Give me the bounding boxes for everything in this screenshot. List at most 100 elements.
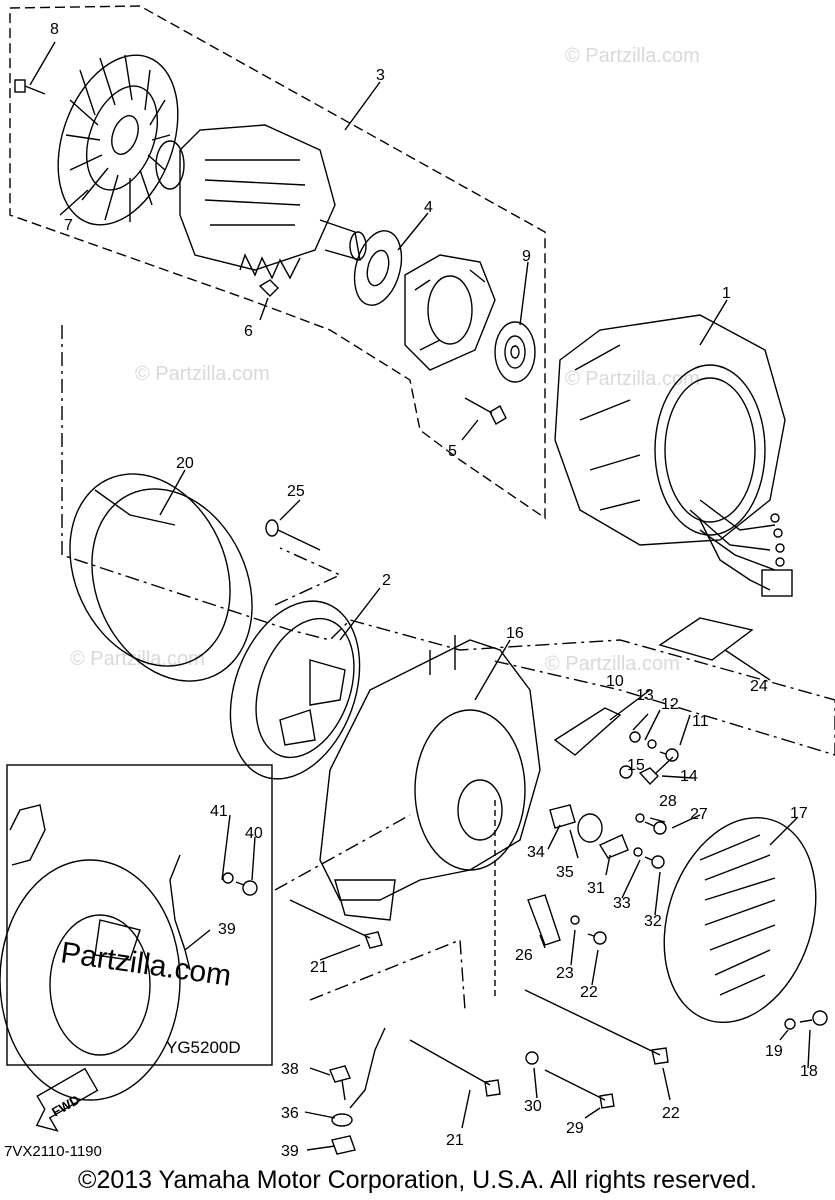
nut [258, 279, 279, 297]
fuse-holder [527, 894, 561, 946]
callout-number: 30 [524, 1098, 542, 1115]
washer [633, 847, 643, 857]
brush-holder [553, 707, 622, 756]
callout-number: 40 [245, 825, 263, 842]
bracket [598, 834, 629, 859]
callout-number: 39 [281, 1143, 299, 1160]
callout-number: 7 [64, 217, 73, 234]
callout-number: 21 [310, 959, 328, 976]
inset-lead-wire [169, 854, 191, 971]
diagram-code: 7VX2110-1190 [4, 1143, 102, 1160]
screw [799, 1010, 828, 1026]
callout-number: 3 [376, 67, 385, 84]
through-bolt [289, 899, 383, 949]
through-bolt [524, 989, 669, 1065]
washer [647, 739, 657, 749]
callout-number: 12 [661, 696, 679, 713]
screw [659, 748, 679, 762]
callout-number: 24 [750, 678, 768, 695]
through-bolt [544, 1069, 615, 1109]
callout-number: 14 [680, 768, 698, 785]
washer [222, 872, 234, 884]
inset-box [6, 764, 273, 1066]
callout-number: 19 [765, 1043, 783, 1060]
callout-number: 20 [176, 455, 194, 472]
screw [235, 880, 258, 896]
bearing-plate [353, 230, 403, 306]
rear-housing [229, 600, 361, 780]
generator-group-outline [61, 325, 835, 756]
fwd-label: FWD [49, 1092, 82, 1120]
callout-number: 6 [244, 323, 253, 340]
callout-number: 25 [287, 483, 305, 500]
callout-number: 21 [446, 1132, 464, 1149]
washer [635, 813, 645, 823]
watermark: © Partzilla.com [135, 363, 270, 385]
leader-dash [309, 938, 466, 1011]
callout-number: 5 [448, 443, 457, 460]
callout-number: 22 [662, 1105, 680, 1122]
callout-number: 34 [527, 844, 545, 861]
callout-number: 15 [627, 757, 645, 774]
watermark: © Partzilla.com [545, 653, 680, 675]
callout-number: 39 [218, 921, 236, 938]
bearing [494, 321, 536, 383]
washer [525, 1051, 539, 1065]
callout-number: 29 [566, 1120, 584, 1137]
washer [331, 1113, 353, 1127]
callout-number: 41 [210, 803, 228, 820]
callout-number: 28 [659, 793, 677, 810]
washer [784, 1018, 796, 1030]
callout-number: 31 [587, 880, 605, 897]
washer [619, 765, 633, 779]
callout-number: 18 [800, 1063, 818, 1080]
front-housing [319, 635, 541, 921]
callout-number: 22 [580, 984, 598, 1001]
callout-number: 9 [522, 248, 531, 265]
rotor-group-outline [9, 5, 546, 520]
callout-number: 11 [692, 713, 709, 730]
callout-number: 16 [506, 625, 524, 642]
callout-number: 1 [722, 285, 731, 302]
nut [331, 1135, 356, 1155]
screw [644, 855, 665, 869]
ground-lead [349, 1027, 386, 1109]
screw [644, 821, 667, 835]
bolt [464, 397, 507, 425]
bolt [329, 1065, 351, 1101]
callout-number: 4 [424, 199, 433, 216]
inset-model-label: YG5200D [166, 1038, 241, 1057]
washer [570, 915, 580, 925]
leader-dash [274, 547, 342, 606]
callout-number: 8 [50, 21, 59, 38]
callout-number: 10 [606, 673, 624, 690]
nut [638, 767, 659, 786]
insulation-pad [658, 617, 754, 661]
callout-number: 38 [281, 1061, 299, 1078]
leader-dash [274, 814, 411, 891]
fwd-arrow-icon [35, 1067, 99, 1132]
callout-number: 26 [515, 947, 533, 964]
callout-number: 13 [636, 687, 654, 704]
rotor [155, 124, 367, 280]
callout-number: 23 [556, 965, 574, 982]
washer [629, 731, 641, 743]
watermark: © Partzilla.com [565, 368, 700, 390]
through-bolt [409, 1039, 501, 1097]
cover-band [69, 473, 253, 682]
rear-cover [663, 816, 817, 1024]
callout-number: 17 [790, 805, 808, 822]
condenser [577, 813, 603, 843]
callout-number: 35 [556, 864, 574, 881]
screw [587, 931, 607, 945]
callout-number: 36 [281, 1105, 299, 1122]
stator [554, 314, 793, 597]
cooling-fan [57, 54, 179, 226]
bolt [265, 519, 321, 551]
bolt [14, 79, 46, 95]
exciter-stator [404, 254, 496, 371]
callout-number: 2 [382, 572, 391, 589]
capacitor-block [549, 804, 576, 829]
